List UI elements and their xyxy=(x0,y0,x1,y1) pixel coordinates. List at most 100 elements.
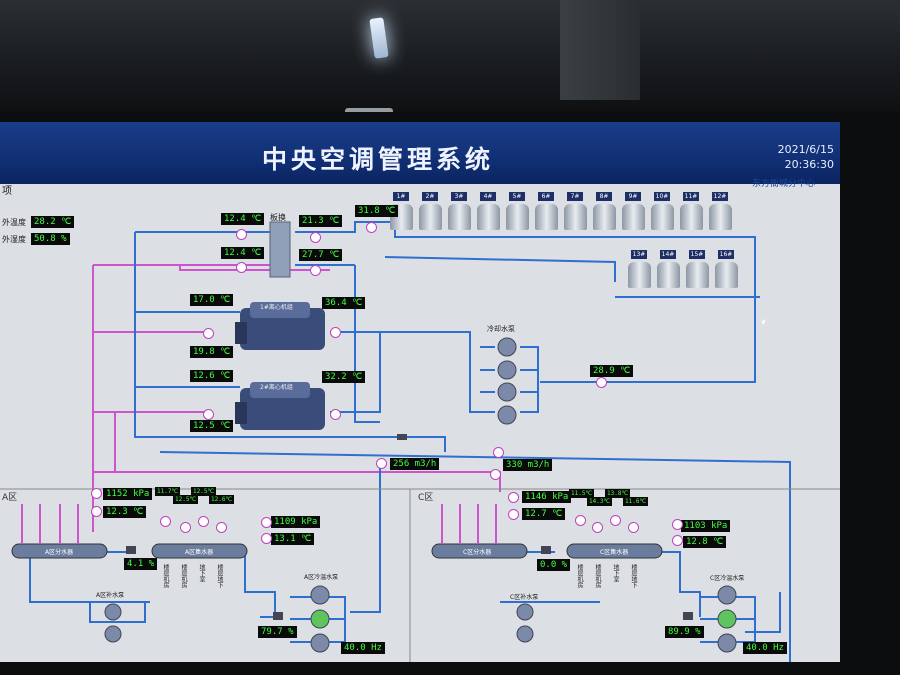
cooling-tower-number: 7# xyxy=(567,192,583,201)
zone-c-label[interactable]: C区 xyxy=(418,493,434,503)
sensor-node-icon[interactable] xyxy=(376,458,387,469)
sensor-node-icon[interactable] xyxy=(490,469,501,480)
cooling-tower-number: 14# xyxy=(660,250,676,259)
chiller-2-condenser-temp: 32.2 ℃ xyxy=(322,371,366,383)
branch-name: 楼层机房 xyxy=(162,564,169,588)
chiller-2-label[interactable]: 2#离心机组 xyxy=(260,384,293,391)
supply-pipe-hx xyxy=(134,231,446,452)
page-title: 中央空调管理系统 xyxy=(262,145,495,174)
cooling-tower-body xyxy=(535,204,558,230)
title-bar: 中央空调管理系统 2021/6/15 20:36:30 xyxy=(0,122,840,184)
cooling-tower[interactable]: 3# xyxy=(448,192,471,234)
cooling-tower[interactable]: 8# xyxy=(593,192,616,234)
tower-return-temp: 28.9 ℃ xyxy=(590,365,634,377)
cooling-tower-number: 4# xyxy=(480,192,496,201)
sensor-node-icon[interactable] xyxy=(236,262,247,273)
sensor-node-icon[interactable] xyxy=(592,522,603,533)
chiller-2-outlet-temp: 12.5 ℃ xyxy=(190,420,234,432)
cooling-tower[interactable]: 13# xyxy=(628,250,651,292)
chiller-1-inlet-temp: 17.0 ℃ xyxy=(190,294,234,306)
zone-c-distributor-label: C区分水器 xyxy=(463,549,492,556)
cooling-pump-label: 冷却水泵 xyxy=(487,325,515,333)
cooling-tower-number: 8# xyxy=(596,192,612,201)
zone-a-valve-open: 4.1 % xyxy=(124,558,158,570)
condenser-pipe xyxy=(295,221,471,413)
sensor-node-icon[interactable] xyxy=(493,447,504,458)
plate-exchanger-label: 板换 xyxy=(270,213,286,222)
zone-a-collector-label: A区集水器 xyxy=(185,549,214,556)
zone-c-hot-pump-label: C区冷温水泵 xyxy=(710,575,745,582)
cooling-tower-number: 15# xyxy=(689,250,705,259)
zone-a-label[interactable]: A区 xyxy=(2,493,18,503)
cooling-tower[interactable]: 7# xyxy=(564,192,587,234)
sensor-node-icon[interactable] xyxy=(508,492,519,503)
sensor-node-icon[interactable] xyxy=(310,265,321,276)
cooling-tower[interactable]: 12# xyxy=(709,192,732,234)
return-pipe-main xyxy=(92,264,501,492)
sensor-node-icon[interactable] xyxy=(575,515,586,526)
cooling-tower-body xyxy=(419,204,442,230)
zone-c-pipes xyxy=(500,551,781,633)
cooling-pumps xyxy=(497,337,517,425)
cooling-tower-number: 6# xyxy=(538,192,554,201)
cooling-tower[interactable]: 14# xyxy=(657,250,680,292)
sensor-node-icon[interactable] xyxy=(672,519,683,530)
sensor-node-icon[interactable] xyxy=(236,229,247,240)
sensor-node-icon[interactable] xyxy=(596,377,607,388)
branch-temp: 14.3℃ xyxy=(587,497,613,506)
cooling-tower[interactable]: 9# xyxy=(622,192,645,234)
sensor-node-icon[interactable] xyxy=(672,535,683,546)
hx-temp-3: 12.4 ℃ xyxy=(221,247,265,259)
cooling-tower[interactable]: 4# xyxy=(477,192,500,234)
chiller-1-outlet-temp: 19.8 ℃ xyxy=(190,346,234,358)
sensor-node-icon[interactable] xyxy=(198,516,209,527)
branch-name: 楼层地下 xyxy=(216,564,223,588)
sensor-node-icon[interactable] xyxy=(203,409,214,420)
sensor-node-icon[interactable] xyxy=(261,517,272,528)
cooling-tower-row-1: 1#2#3#4#5#6#7#8#9#10#11#12# xyxy=(390,192,750,237)
cooling-tower-body xyxy=(715,262,738,288)
sensor-node-icon[interactable] xyxy=(203,328,214,339)
cooling-tower[interactable]: 15# xyxy=(686,250,709,292)
sensor-node-icon[interactable] xyxy=(91,506,102,517)
cooling-tower-body xyxy=(686,262,709,288)
cooling-tower[interactable]: 16# xyxy=(715,250,738,292)
sensor-node-icon[interactable] xyxy=(628,522,639,533)
zone-c-collector-label: C区集水器 xyxy=(600,549,629,556)
menu-item-label[interactable]: 项 xyxy=(2,186,12,197)
cooling-tower-body xyxy=(657,262,680,288)
sensor-node-icon[interactable] xyxy=(310,232,321,243)
hx-temp-2: 21.3 ℃ xyxy=(299,215,343,227)
sensor-node-icon[interactable] xyxy=(180,522,191,533)
cooling-tower[interactable]: 2# xyxy=(419,192,442,234)
zone-c-risers xyxy=(441,504,497,544)
sensor-node-icon[interactable] xyxy=(508,509,519,520)
sensor-node-icon[interactable] xyxy=(610,515,621,526)
sensor-node-icon[interactable] xyxy=(366,222,377,233)
scada-screen: 中央空调管理系统 2021/6/15 20:36:30 项 东方衙城分中心 xyxy=(0,122,840,662)
sensor-node-icon[interactable] xyxy=(330,327,341,338)
cooling-tower[interactable]: 11# xyxy=(680,192,703,234)
zone-c-temp-1: 12.7 ℃ xyxy=(522,508,566,520)
cooling-tower-body xyxy=(477,204,500,230)
cooling-tower[interactable]: 5# xyxy=(506,192,529,234)
sensor-node-icon[interactable] xyxy=(91,488,102,499)
outdoor-temp-label: 外温度 xyxy=(2,218,26,227)
sensor-node-icon[interactable] xyxy=(261,533,272,544)
pump-manifold xyxy=(469,332,539,413)
cooling-tower[interactable]: 6# xyxy=(535,192,558,234)
outdoor-temp-value: 28.2 ℃ xyxy=(31,216,75,228)
piping-diagram xyxy=(0,221,840,662)
zone-a-temp-1: 12.3 ℃ xyxy=(103,506,147,518)
chiller-1-label[interactable]: 1#离心机组 xyxy=(260,304,293,311)
zone-a-makeup-label: A区补水泵 xyxy=(96,592,125,599)
sensor-node-icon[interactable] xyxy=(330,409,341,420)
zone-a-flow: 256 m3/h xyxy=(390,458,440,470)
sensor-node-icon[interactable] xyxy=(160,516,171,527)
sensor-node-icon[interactable] xyxy=(216,522,227,533)
chiller-1-graphic xyxy=(235,302,325,350)
cooling-tower[interactable]: 10# xyxy=(651,192,674,234)
zone-a-collector xyxy=(151,543,248,559)
zone-a-hot-pump-label: A区冷温水泵 xyxy=(304,574,339,581)
cooling-tower-body xyxy=(651,204,674,230)
